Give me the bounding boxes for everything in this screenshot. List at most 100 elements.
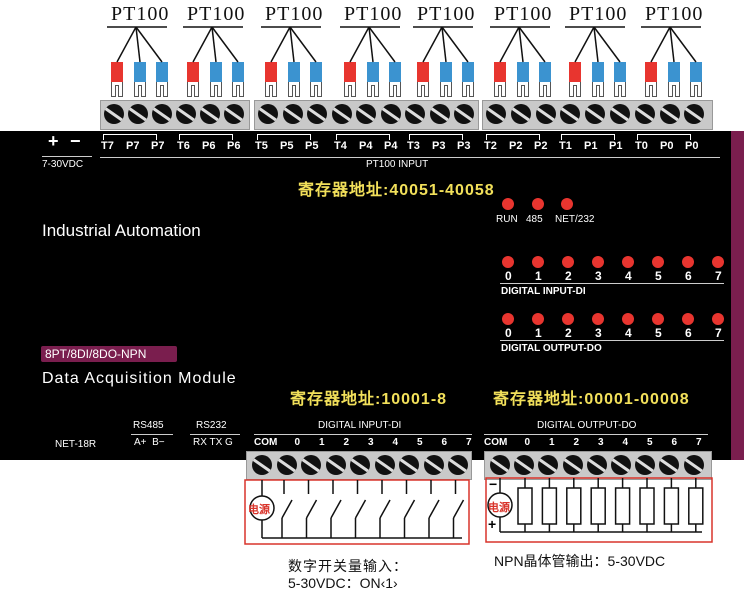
power-plus: + bbox=[48, 131, 59, 151]
power-minus: − bbox=[70, 131, 81, 151]
pt100-label: PT100 bbox=[569, 3, 628, 25]
di-wiring-diagram bbox=[244, 479, 470, 545]
led-number: 3 bbox=[595, 326, 602, 340]
screw-icon bbox=[374, 455, 395, 475]
top-terminal-label: P2 bbox=[509, 140, 523, 152]
pin-label: 6 bbox=[671, 437, 678, 448]
brand-label: Industrial Automation bbox=[42, 221, 201, 240]
screw-icon bbox=[562, 455, 583, 475]
screw-icon bbox=[224, 104, 244, 124]
screw-icon bbox=[611, 455, 631, 475]
top-terminal-label: T4 bbox=[334, 140, 347, 152]
led-number: 1 bbox=[535, 269, 542, 283]
pt100-label: PT100 bbox=[645, 3, 704, 25]
do-power-symbol: 电源 bbox=[488, 502, 510, 514]
screw-icon bbox=[258, 104, 278, 124]
pt100-wire bbox=[135, 26, 163, 63]
pt100-wire bbox=[593, 26, 599, 63]
di-led-label: DIGITAL INPUT-DI bbox=[501, 286, 586, 297]
led-icon bbox=[532, 256, 544, 268]
top-terminal-label: P7 bbox=[151, 140, 165, 152]
led-icon bbox=[682, 313, 694, 325]
rs232-divider bbox=[190, 434, 240, 435]
panel-accent-bar bbox=[731, 131, 744, 460]
screw-icon bbox=[535, 104, 556, 124]
top-terminal-label: P6 bbox=[202, 140, 216, 152]
led-icon bbox=[592, 256, 604, 268]
led-icon bbox=[592, 313, 604, 325]
screw-icon bbox=[659, 455, 680, 475]
pt100-wire bbox=[116, 26, 137, 63]
screw-icon bbox=[307, 104, 327, 124]
pt100-input-divider bbox=[100, 157, 720, 158]
top-terminal-label: P3 bbox=[432, 140, 446, 152]
status-led-label: RUN bbox=[496, 214, 518, 225]
led-icon bbox=[712, 256, 724, 268]
screw-icon bbox=[429, 104, 450, 124]
switch-icon bbox=[330, 499, 342, 519]
switch-icon bbox=[354, 499, 367, 519]
pt100-wire bbox=[518, 26, 524, 63]
status-led-icon bbox=[502, 198, 514, 210]
screw-icon bbox=[635, 455, 656, 475]
pt100-label: PT100 bbox=[494, 3, 553, 25]
terminal-block-top-1 bbox=[100, 100, 250, 130]
blue-lug-icon bbox=[288, 62, 300, 97]
top-terminal-label: T3 bbox=[407, 140, 420, 152]
terminal-bridge bbox=[486, 134, 540, 140]
module-name: Data Acquisition Module bbox=[42, 370, 237, 387]
blue-lug-icon bbox=[134, 62, 146, 97]
register-di: 寄存器地址:10001-8 bbox=[290, 391, 448, 408]
pt100-wire bbox=[368, 26, 396, 63]
screw-icon bbox=[454, 104, 474, 124]
screw-icon bbox=[423, 455, 444, 475]
di-header-label: DIGITAL INPUT-DI bbox=[318, 420, 402, 431]
terminal-bridge bbox=[179, 134, 233, 140]
pin-label: 5 bbox=[417, 437, 423, 448]
red-lug-icon bbox=[111, 62, 123, 97]
pin-label: 0 bbox=[524, 437, 531, 448]
screw-icon bbox=[301, 455, 321, 475]
rs485-label: RS485 bbox=[133, 420, 164, 431]
led-icon bbox=[682, 256, 694, 268]
screw-icon bbox=[350, 455, 370, 475]
top-terminal-label: T7 bbox=[101, 140, 114, 152]
pt100-wire bbox=[211, 26, 239, 63]
pt100-wire bbox=[499, 26, 520, 63]
led-number: 7 bbox=[715, 269, 722, 283]
pt100-wire bbox=[422, 26, 443, 63]
screw-icon bbox=[586, 455, 607, 475]
red-lug-icon bbox=[645, 62, 657, 97]
blue-lug-icon bbox=[668, 62, 680, 97]
led-number: 2 bbox=[565, 269, 572, 283]
do-caption: NPN晶体管输出：5-30VDC bbox=[494, 553, 666, 569]
pt100-wire bbox=[518, 26, 546, 63]
blue-lug-icon bbox=[462, 62, 474, 97]
do-power-minus: − bbox=[489, 476, 498, 492]
pt100-wires bbox=[107, 26, 701, 63]
top-terminal-label: T1 bbox=[559, 140, 572, 152]
screw-icon bbox=[538, 455, 559, 475]
top-terminal-label: P0 bbox=[685, 140, 699, 152]
led-number: 6 bbox=[685, 269, 692, 283]
pt100-label: PT100 bbox=[265, 3, 324, 25]
top-terminal-label: T6 bbox=[177, 140, 190, 152]
top-terminal-label: T0 bbox=[635, 140, 648, 152]
screw-icon bbox=[380, 104, 401, 124]
terminal-bridge bbox=[103, 134, 157, 140]
load-resistor-icon bbox=[614, 487, 631, 525]
screw-icon bbox=[399, 455, 419, 475]
screw-icon bbox=[356, 104, 376, 124]
blue-lug-icon bbox=[210, 62, 222, 97]
blue-lug-icon bbox=[592, 62, 604, 97]
led-number: 4 bbox=[625, 326, 632, 340]
screw-icon bbox=[448, 455, 468, 475]
led-number: 4 bbox=[625, 269, 632, 283]
terminal-bridge bbox=[336, 134, 390, 140]
switch-icon bbox=[428, 499, 440, 519]
di-led-divider bbox=[500, 283, 724, 284]
screw-icon bbox=[104, 104, 124, 124]
led-icon bbox=[652, 256, 664, 268]
load-resistor-icon bbox=[663, 487, 680, 525]
do-header-label: DIGITAL OUTPUT-DO bbox=[537, 420, 637, 431]
